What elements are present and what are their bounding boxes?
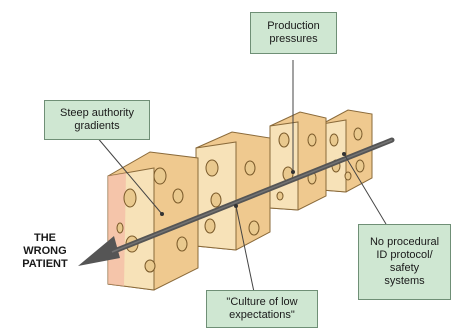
callout-culture-of-low-expectations: "Culture of low expectations" — [206, 290, 318, 328]
cheese-slice-3 — [270, 112, 326, 210]
callout-steep-authority-gradients: Steep authority gradients — [44, 100, 150, 140]
callout-production-pressures: Production pressures — [250, 12, 337, 54]
wrong-patient-label: THE WRONG PATIENT — [14, 232, 76, 271]
callout-no-procedural-id-protocol: No procedural ID protocol/ safety system… — [358, 224, 451, 300]
